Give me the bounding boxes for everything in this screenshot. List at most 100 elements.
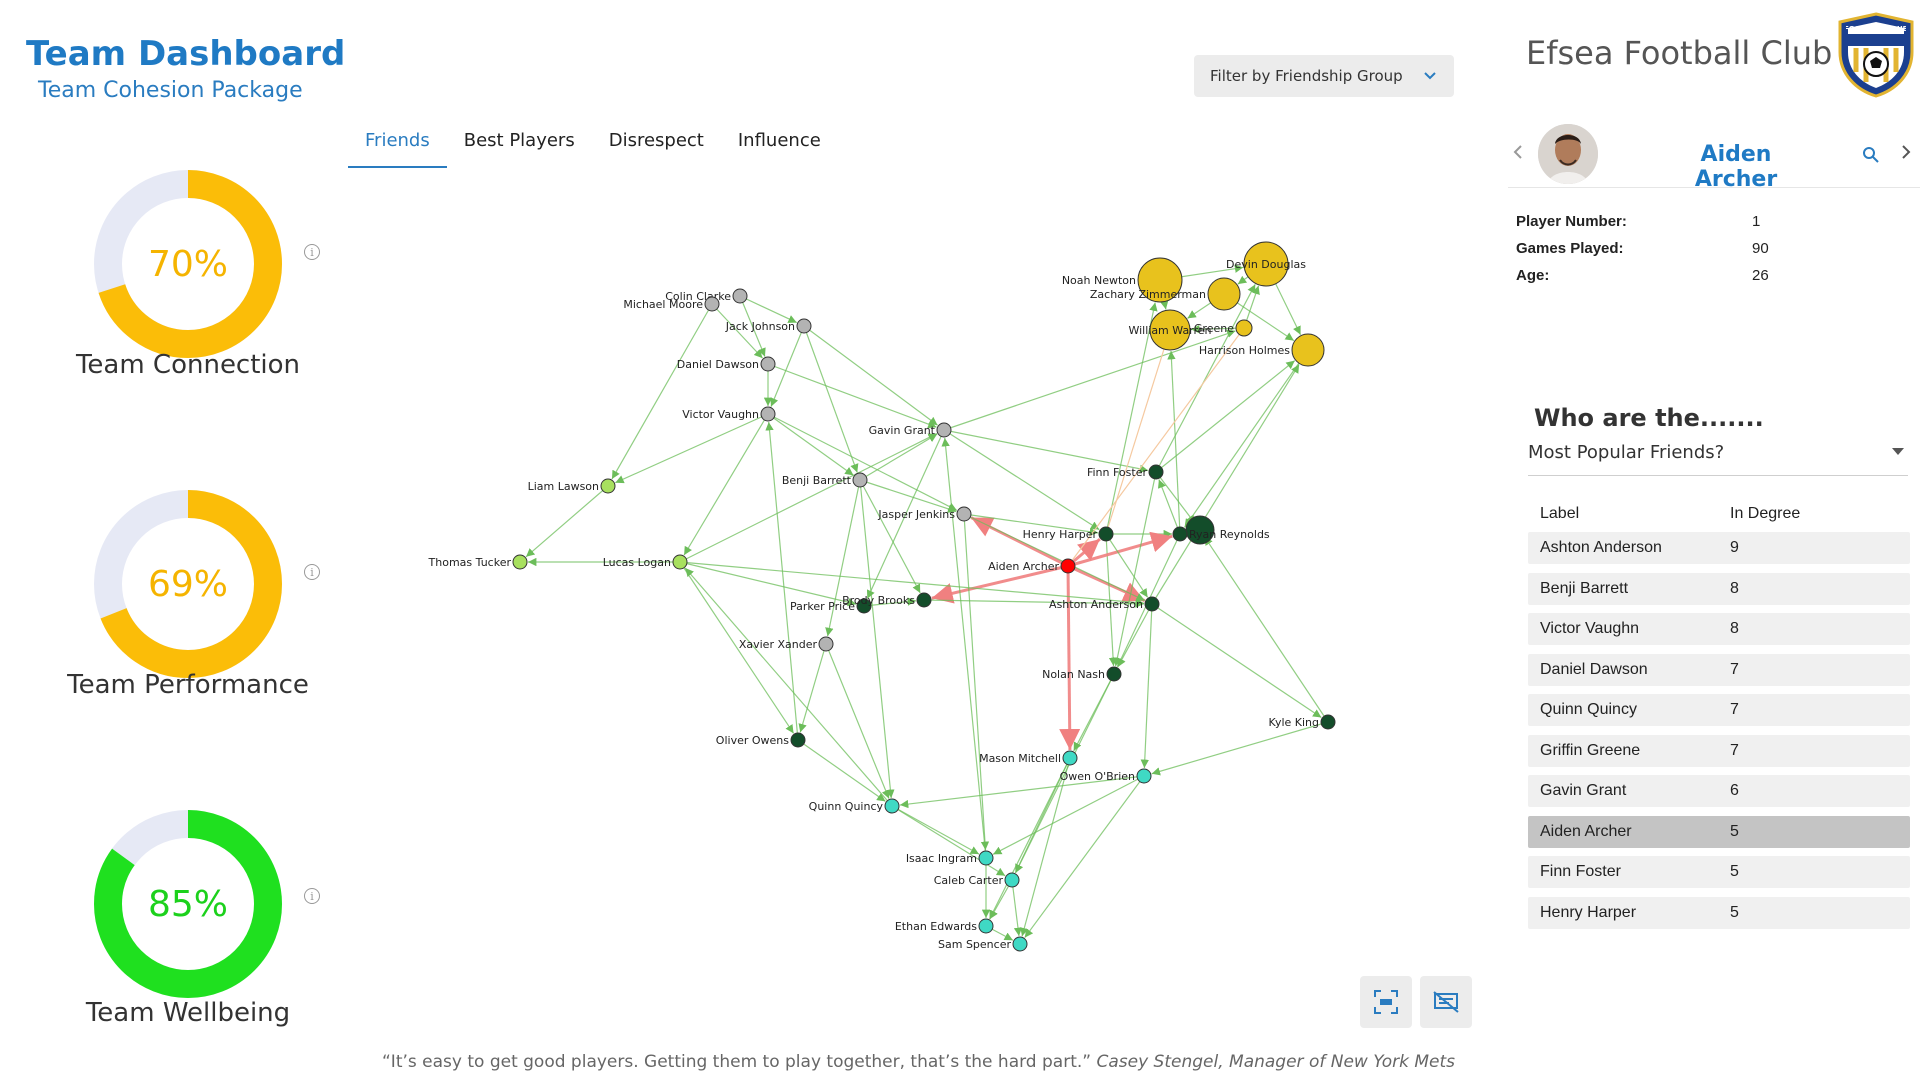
- cell-label: Victor Vaughn: [1540, 620, 1640, 637]
- graph-node[interactable]: [884, 798, 900, 814]
- graph-node-label: Brody Brooks: [842, 594, 915, 607]
- gauge-ring: [94, 490, 282, 678]
- search-icon[interactable]: [1862, 146, 1880, 164]
- column-header-in-degree: In Degree: [1730, 505, 1801, 522]
- graph-node-label: Finn Foster: [1087, 466, 1147, 479]
- graph-node[interactable]: [852, 472, 868, 488]
- graph-edge: [1151, 364, 1300, 605]
- stat-row: Player Number:1: [1516, 208, 1816, 235]
- graph-node[interactable]: [672, 554, 688, 570]
- info-icon[interactable]: i: [304, 564, 320, 580]
- cell-in-degree: 5: [1730, 863, 1739, 880]
- graph-node[interactable]: [1062, 750, 1078, 766]
- graph-edge: [1140, 603, 1153, 769]
- graph-node[interactable]: [1149, 309, 1191, 351]
- player-selector: Aiden Archer: [1508, 120, 1920, 192]
- graph-node[interactable]: [916, 592, 932, 608]
- graph-node[interactable]: [1148, 464, 1164, 480]
- graph-node[interactable]: [1060, 558, 1076, 574]
- tab-best-players[interactable]: Best Players: [463, 130, 575, 151]
- graph-node[interactable]: [1136, 768, 1152, 784]
- friendship-group-filter[interactable]: Filter by Friendship Group: [1194, 55, 1454, 97]
- graph-edge: [803, 325, 938, 426]
- chevron-right-icon[interactable]: [1900, 144, 1912, 160]
- graph-edge: [679, 561, 1145, 607]
- graph-node[interactable]: [1172, 526, 1188, 542]
- info-icon[interactable]: i: [304, 244, 320, 260]
- fit-to-screen-button[interactable]: [1360, 976, 1412, 1028]
- toggle-labels-button[interactable]: [1420, 976, 1472, 1028]
- graph-node[interactable]: [760, 406, 776, 422]
- graph-node[interactable]: [936, 422, 952, 438]
- tab-friends[interactable]: Friends: [348, 124, 447, 168]
- graph-edge: [1067, 327, 1245, 567]
- graph-edge: [679, 561, 795, 734]
- graph-node[interactable]: [704, 296, 720, 312]
- graph-node[interactable]: [856, 598, 872, 614]
- gauge-value: 69%: [147, 563, 228, 605]
- graph-edge: [767, 363, 937, 429]
- svg-text:FOOTBALL CLUB: FOOTBALL CLUB: [1846, 25, 1906, 33]
- graph-node[interactable]: [732, 288, 748, 304]
- graph-edge: [767, 413, 958, 511]
- graph-node[interactable]: [956, 506, 972, 522]
- graph-node[interactable]: [600, 478, 616, 494]
- graph-edge: [1155, 471, 1196, 524]
- graph-node-label: Jack Johnson: [725, 320, 795, 333]
- player-photo: [1538, 124, 1598, 184]
- graph-node[interactable]: [1320, 714, 1336, 730]
- graph-edge: [1151, 721, 1329, 776]
- graph-edge: [679, 561, 857, 607]
- graph-node[interactable]: [1235, 319, 1253, 337]
- gauge-3: 85%: [88, 804, 288, 1004]
- graph-node-label: Henry Harper: [1023, 528, 1098, 541]
- graph-edge: [739, 295, 798, 324]
- graph-node[interactable]: [1004, 872, 1020, 888]
- tab-disrespect[interactable]: Disrespect: [608, 130, 704, 151]
- graph-node-label: Lucas Logan: [603, 556, 671, 569]
- table-row[interactable]: Victor Vaughn 8: [1528, 613, 1910, 645]
- graph-node[interactable]: [760, 356, 776, 372]
- cell-in-degree: 8: [1730, 620, 1739, 637]
- graph-node-label: William Warren: [1128, 324, 1211, 337]
- gauge-value: 85%: [147, 883, 228, 925]
- graph-edge: [1105, 533, 1149, 598]
- graph-node[interactable]: [1106, 666, 1122, 682]
- graph-node[interactable]: [818, 636, 834, 652]
- cell-label: Griffin Greene: [1540, 741, 1641, 759]
- graph-edge: [941, 437, 987, 859]
- graph-node[interactable]: [1291, 333, 1325, 367]
- graph-node[interactable]: [796, 318, 812, 334]
- graph-node[interactable]: [790, 732, 806, 748]
- who-are-the-heading: Who are the.......: [1534, 404, 1764, 432]
- info-icon[interactable]: i: [304, 888, 320, 904]
- graph-node[interactable]: [978, 918, 994, 934]
- stat-row: Age:26: [1516, 262, 1816, 289]
- graph-node[interactable]: [1207, 277, 1241, 311]
- graph-node[interactable]: [978, 850, 994, 866]
- gauge-ring: [94, 810, 282, 998]
- graph-node[interactable]: [1144, 596, 1160, 612]
- graph-node[interactable]: [1012, 936, 1028, 952]
- graph-node[interactable]: [1137, 257, 1183, 303]
- gauge-label: Team Performance: [67, 670, 309, 700]
- graph-node[interactable]: [1243, 241, 1289, 287]
- avatar: [1538, 124, 1598, 184]
- chevron-left-icon[interactable]: [1512, 144, 1524, 160]
- graph-node[interactable]: [512, 554, 528, 570]
- graph-node-label: Mason Mitchell: [979, 752, 1061, 765]
- ranking-metric-select[interactable]: Most Popular Friends?: [1528, 440, 1908, 476]
- graph-node-label: Liam Lawson: [528, 480, 599, 493]
- tab-influence[interactable]: Influence: [737, 130, 821, 151]
- graph-node[interactable]: [1098, 526, 1114, 542]
